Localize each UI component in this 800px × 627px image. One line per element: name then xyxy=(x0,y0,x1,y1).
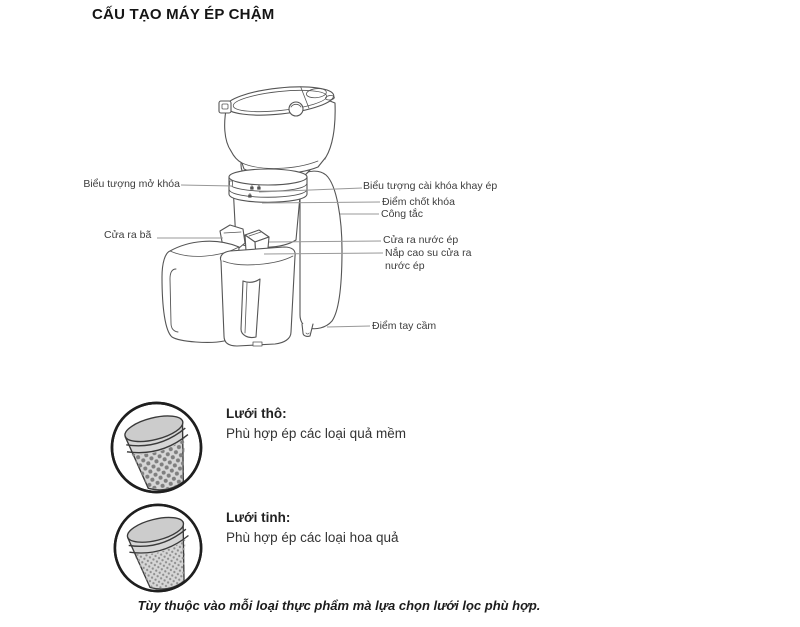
strainer-coarse-description: Phù hợp ép các loại quả mềm xyxy=(226,426,406,441)
strainer-fine-name: Lưới tinh: xyxy=(226,510,291,525)
callout-line-lock-pin xyxy=(261,201,381,204)
pulp-container xyxy=(161,240,240,343)
lock-icon xyxy=(248,193,252,198)
unlock-icon xyxy=(250,185,254,190)
callout-line-rubber-cap xyxy=(263,252,384,255)
callout-line-unlock xyxy=(180,184,234,187)
locking-collar xyxy=(228,168,308,203)
label-handle-point: Điểm tay cầm xyxy=(372,320,437,332)
label-power-switch: Công tắc xyxy=(381,208,424,220)
label-juice-outlet: Cửa ra nước ép xyxy=(383,234,459,246)
lid-latch xyxy=(218,100,232,114)
strainer-coarse-name: Lưới thô: xyxy=(226,406,287,421)
lock-icon xyxy=(257,185,261,190)
callout-line-tray-lock xyxy=(258,187,363,193)
strainer-coarse-image xyxy=(110,401,203,494)
page-title: CẤU TẠO MÁY ÉP CHẬM xyxy=(92,6,275,23)
label-pulp-outlet: Cửa ra bã xyxy=(104,229,152,241)
strainer-fine-image xyxy=(113,503,203,593)
callout-lines xyxy=(157,184,384,328)
label-juice-outlet-rubber-cap: Nắp cao su cửa ra nước ép xyxy=(385,247,472,272)
juice-cup xyxy=(219,246,296,347)
hopper-lid xyxy=(225,86,335,116)
label-lock-pin: Điểm chốt khóa xyxy=(382,196,455,208)
juicer-line-art xyxy=(157,86,384,347)
callout-line-handle xyxy=(326,325,371,328)
foot xyxy=(301,323,314,337)
footer-note: Tùy thuộc vào mỗi loại thực phẩm mà lựa … xyxy=(137,598,541,613)
callout-line-juice-outlet xyxy=(268,240,382,243)
label-tray-lock-symbol: Biểu tượng cài khóa khay ép xyxy=(363,180,498,192)
label-unlock-symbol: Biểu tượng mở khóa xyxy=(83,178,180,190)
strainer-fine-description: Phù hợp ép các loại hoa quả xyxy=(226,530,399,545)
